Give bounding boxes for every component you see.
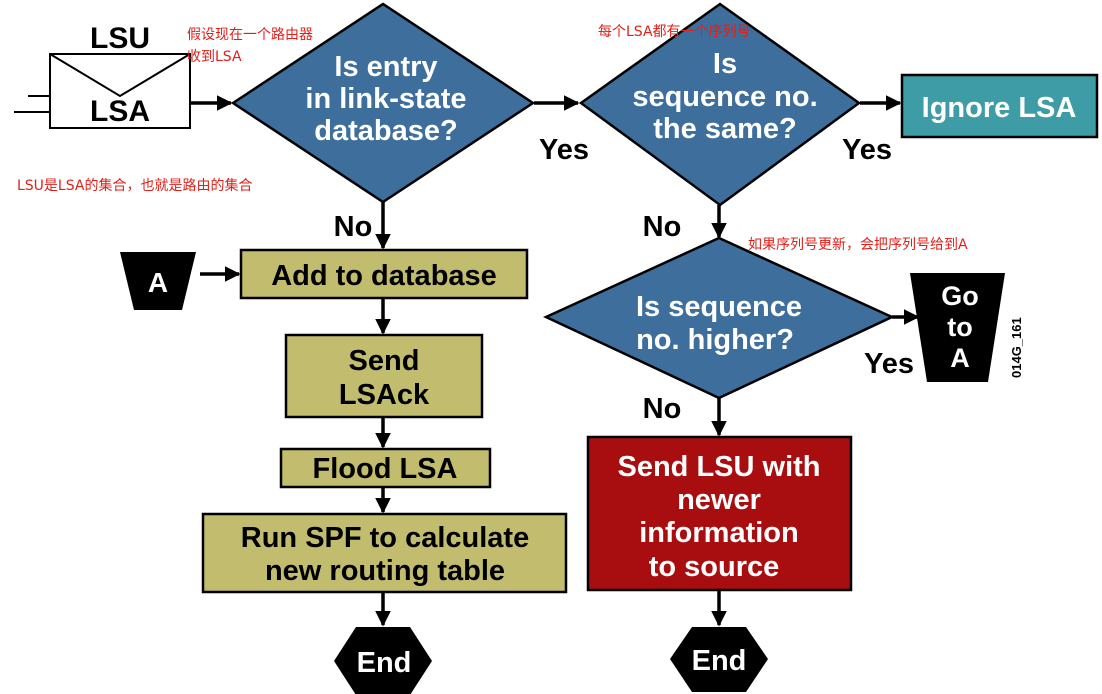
branch-no-label: No xyxy=(334,211,373,243)
send-lsu-line: Send LSU with xyxy=(618,451,821,483)
flood-box xyxy=(279,447,492,489)
decision-seq-same-line: the same? xyxy=(653,113,796,145)
decision-seq-same-line: sequence no. xyxy=(632,81,817,113)
process-send-lsu: Send LSU with newer information to sourc… xyxy=(586,435,853,592)
goto-a-shape xyxy=(910,273,1005,382)
envelope-lsu-label: LSU xyxy=(90,22,150,55)
send-ack-line: LSAck xyxy=(339,379,430,411)
lsu-envelope: LSU LSA xyxy=(14,22,191,129)
send-ack-line: Send xyxy=(349,345,420,377)
add-db-box xyxy=(239,248,529,300)
branch-no-label: No xyxy=(643,393,682,425)
process-send-lsack: Send LSAck xyxy=(284,333,484,419)
decision-entry-line: Is entry xyxy=(334,51,437,83)
end-label: End xyxy=(357,647,412,679)
annotation-router-receives: 收到LSA xyxy=(187,49,242,65)
send-lsu-line: newer xyxy=(677,484,761,516)
flood-label: Flood LSA xyxy=(313,453,458,485)
connector-goto-a: Go to A xyxy=(910,273,1005,382)
connector-a-label: A xyxy=(148,267,168,298)
annotation-lsu-is-set: LSU是LSA的集合，也就是路由的集合 xyxy=(17,177,252,194)
end-label: End xyxy=(692,645,747,677)
envelope-body xyxy=(49,53,191,129)
process-flood-lsa: Flood LSA xyxy=(279,447,492,489)
decision-seq-same-line: Is xyxy=(713,48,737,80)
send-ack-box xyxy=(284,333,484,419)
decision-diamond xyxy=(578,2,862,207)
send-lsu-line: to source xyxy=(649,551,780,583)
decision-sequence-higher: Is sequence no. higher? xyxy=(543,236,895,400)
decision-sequence-same: Is sequence no. the same? xyxy=(578,2,862,207)
process-run-spf: Run SPF to calculate new routing table xyxy=(201,512,568,594)
branch-yes-label: Yes xyxy=(842,134,892,166)
branch-no-label: No xyxy=(643,211,682,243)
process-add-to-database: Add to database xyxy=(239,248,529,300)
envelope-lsa-label: LSA xyxy=(90,95,150,128)
spf-box xyxy=(201,512,568,594)
annotation-each-has-seq: 每个LSA都有一个序列号 xyxy=(598,24,751,40)
terminal-end-left: End xyxy=(334,627,432,694)
decision-diamond xyxy=(230,2,536,204)
annotation-newer-seq: 如果序列号更新，会把序列号给到A xyxy=(748,237,968,253)
decision-seq-higher-line: no. higher? xyxy=(636,324,794,356)
end-shape xyxy=(334,627,432,694)
spf-line: new routing table xyxy=(265,555,505,587)
connector-a: A xyxy=(120,252,196,310)
send-lsu-line: information xyxy=(639,517,799,549)
decision-entry-line: in link-state xyxy=(305,83,466,115)
process-ignore-lsa: Ignore LSA xyxy=(900,73,1099,139)
connector-a-shape xyxy=(120,252,196,310)
terminal-end-right: End xyxy=(670,627,768,692)
ignore-label: Ignore LSA xyxy=(922,92,1077,124)
decision-entry-line: database? xyxy=(314,115,457,147)
end-shape xyxy=(670,627,768,692)
figure-id: 014G_161 xyxy=(1009,317,1024,378)
annotation-router-receives: 假设现在一个路由器 xyxy=(187,27,313,43)
ignore-box xyxy=(900,73,1099,139)
decision-entry-in-database: Is entry in link-state database? xyxy=(230,2,536,204)
decision-seq-higher-line: Is sequence xyxy=(636,291,802,323)
branch-yes-label: Yes xyxy=(539,134,589,166)
spf-line: Run SPF to calculate xyxy=(241,522,529,554)
connectors xyxy=(190,95,920,627)
envelope-flap xyxy=(49,53,191,98)
goto-a-line: to xyxy=(947,312,972,342)
send-lsu-box xyxy=(586,435,853,592)
decision-diamond xyxy=(543,236,895,400)
goto-a-line: A xyxy=(950,343,970,373)
branch-yes-label: Yes xyxy=(864,348,914,380)
add-db-label: Add to database xyxy=(271,260,497,292)
goto-a-line: Go xyxy=(941,281,979,311)
